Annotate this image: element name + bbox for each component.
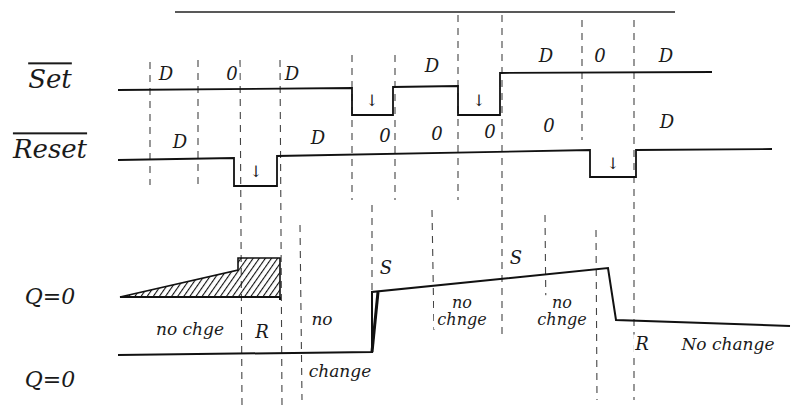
unknown-region xyxy=(120,258,280,297)
logic-value: D xyxy=(423,57,441,76)
logic-value: 0 xyxy=(429,125,444,144)
state-label: no chnge xyxy=(534,295,590,329)
q-rising-edge xyxy=(372,292,378,352)
logic-value: D xyxy=(537,47,555,66)
logic-value: D xyxy=(658,113,676,132)
logic-value: 0 xyxy=(592,47,607,66)
state-label: No change xyxy=(679,336,776,354)
q-waveform xyxy=(118,268,790,355)
signal-name: Set xyxy=(26,66,74,93)
logic-value: 0 xyxy=(377,127,392,146)
output-name: Q=0 xyxy=(23,285,77,308)
logic-value: D xyxy=(309,129,327,148)
logic-value: 0 xyxy=(541,117,556,136)
logic-value: ↓ xyxy=(604,156,621,173)
logic-value: ↓ xyxy=(470,93,487,110)
logic-value: 0 xyxy=(224,65,239,84)
output-name: Q=0 xyxy=(23,368,77,391)
state-label: no xyxy=(309,311,334,329)
state-label: no chge xyxy=(154,321,226,339)
logic-value: D xyxy=(171,133,189,152)
state-label: no chnge xyxy=(434,295,490,329)
state-label: change xyxy=(307,363,374,381)
signal-name: Reset xyxy=(11,136,89,163)
logic-value: D xyxy=(157,65,175,84)
state-label: R xyxy=(633,335,651,354)
logic-value: D xyxy=(657,47,675,66)
logic-value: D xyxy=(283,65,301,84)
set-waveform xyxy=(118,72,712,115)
logic-value: 0 xyxy=(482,123,497,142)
logic-value: ↓ xyxy=(363,93,380,110)
state-label: S xyxy=(508,249,524,268)
state-label: S xyxy=(378,259,394,278)
reset-waveform xyxy=(118,149,772,186)
state-label: R xyxy=(253,323,271,342)
top-stroke xyxy=(175,11,675,13)
logic-value: ↓ xyxy=(247,164,264,181)
